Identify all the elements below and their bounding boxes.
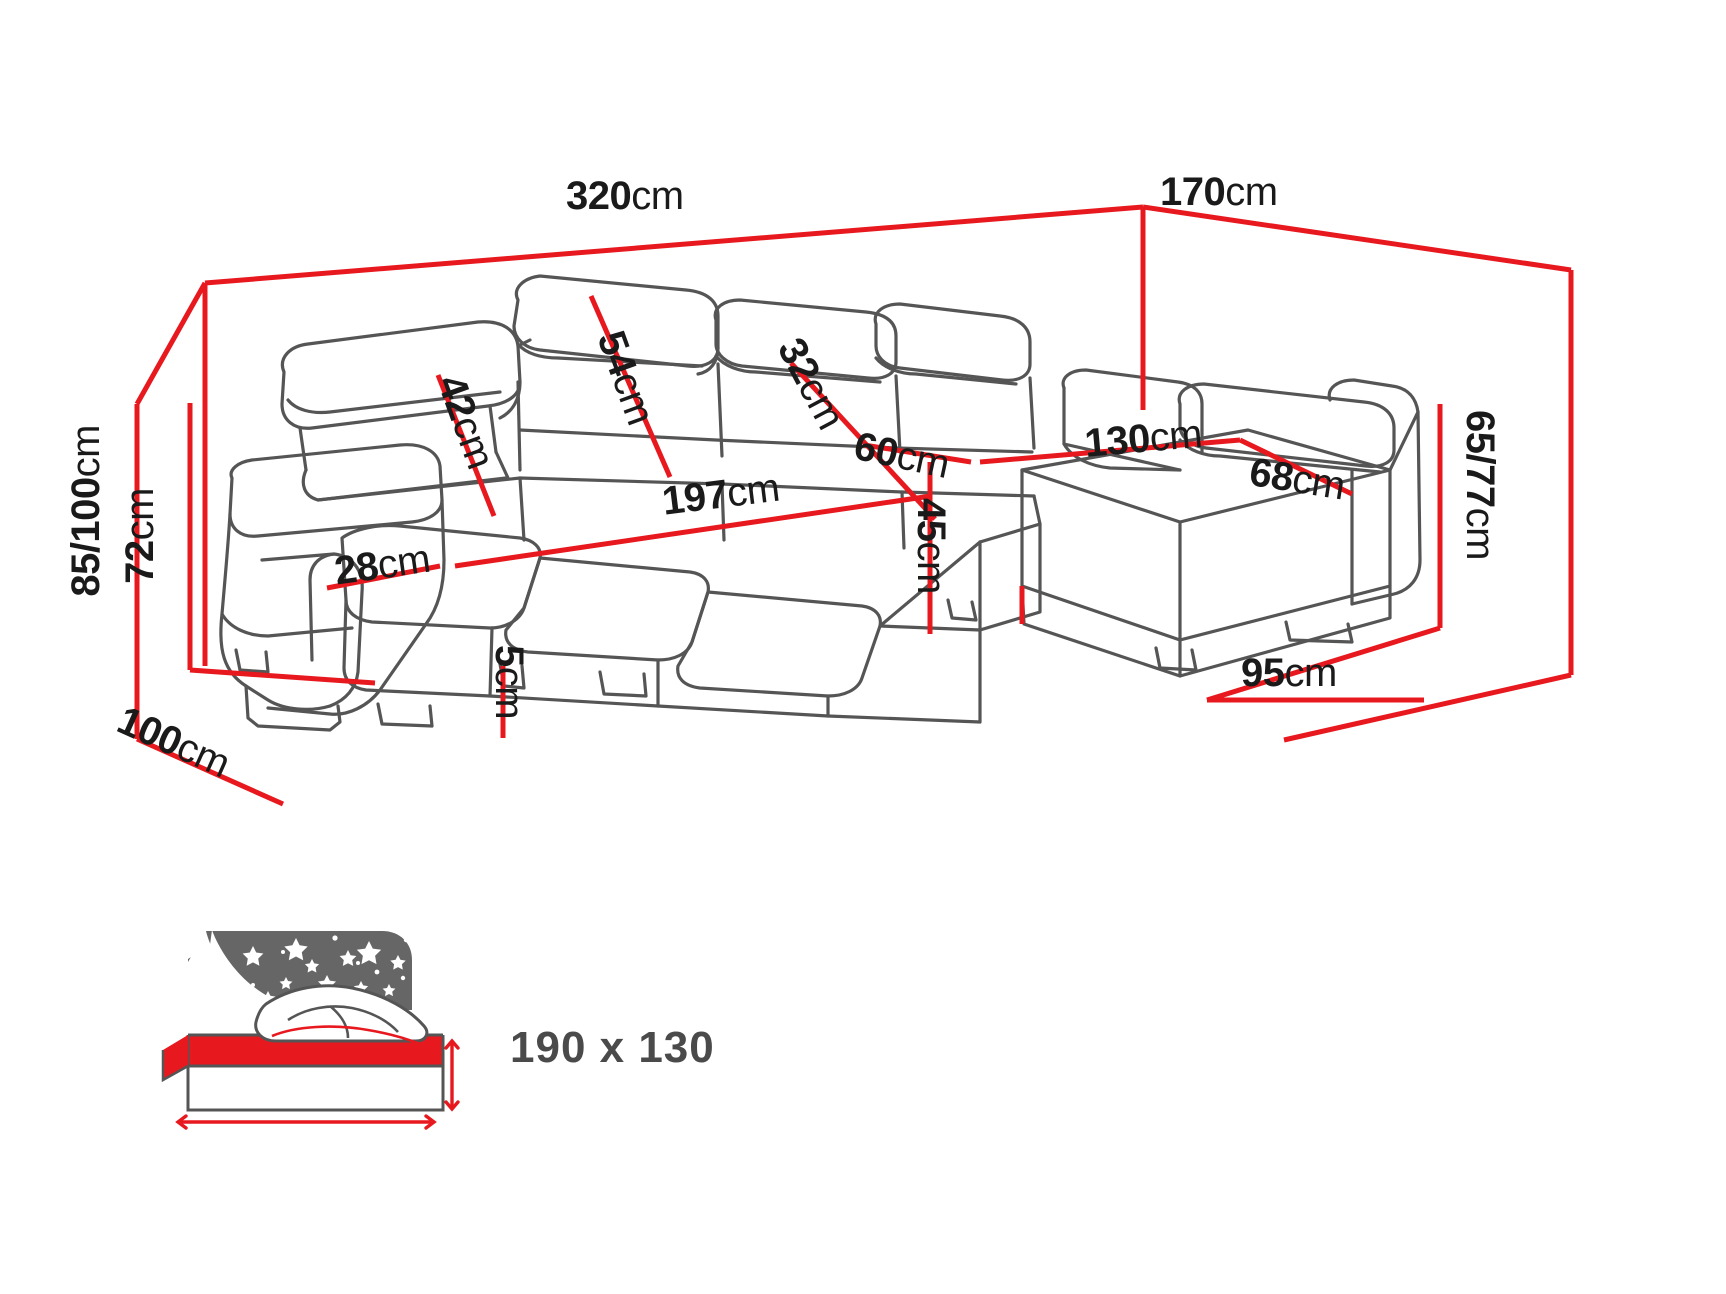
dimension-unit: cm	[1284, 651, 1338, 695]
dimension-label-overall-depth-right: 170cm	[1160, 172, 1278, 212]
pillow-shape	[254, 984, 429, 1046]
dimension-label-overall-width: 320cm	[566, 176, 684, 216]
dimension-value: 95	[1241, 651, 1285, 695]
dimension-unit: cm	[1225, 170, 1278, 214]
dimension-label-chaise-foot-depth: 95cm	[1241, 653, 1337, 693]
sleeping-area-label: 190 x 130	[510, 1023, 715, 1072]
dimension-value: 320	[566, 174, 632, 218]
dimension-unit: cm	[631, 174, 684, 218]
mattress-block	[161, 1033, 445, 1112]
dimension-value: 170	[1160, 170, 1226, 214]
